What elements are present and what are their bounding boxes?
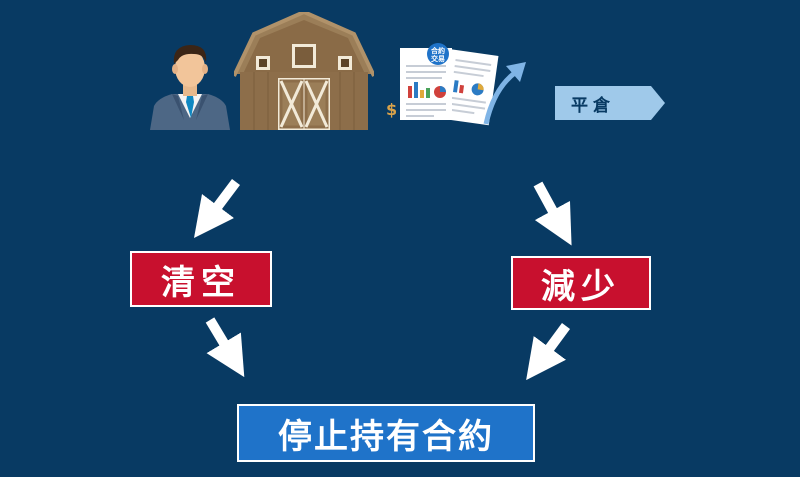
reduce-label: 減少 <box>541 266 621 307</box>
document-badge-line1: 合約 <box>431 47 445 55</box>
settle-label: 平倉 <box>571 95 615 116</box>
document-badge-line2: 交易 <box>431 55 445 63</box>
stop-holding-box: 停止持有合約 <box>237 404 535 462</box>
clear-box: 清空 <box>130 251 272 307</box>
tag-shape <box>555 86 665 120</box>
stop-holding-label: 停止持有合約 <box>278 416 494 457</box>
reduce-box: 減少 <box>511 256 651 310</box>
barn-icon <box>234 12 374 130</box>
contract-documents-icon <box>400 43 499 126</box>
businessman-icon <box>150 45 230 130</box>
dollar-sign-icon: $ <box>386 100 398 119</box>
settle-tag: 平倉 <box>555 86 667 120</box>
trend-arrow-icon <box>483 62 526 125</box>
clear-label: 清空 <box>161 262 241 303</box>
